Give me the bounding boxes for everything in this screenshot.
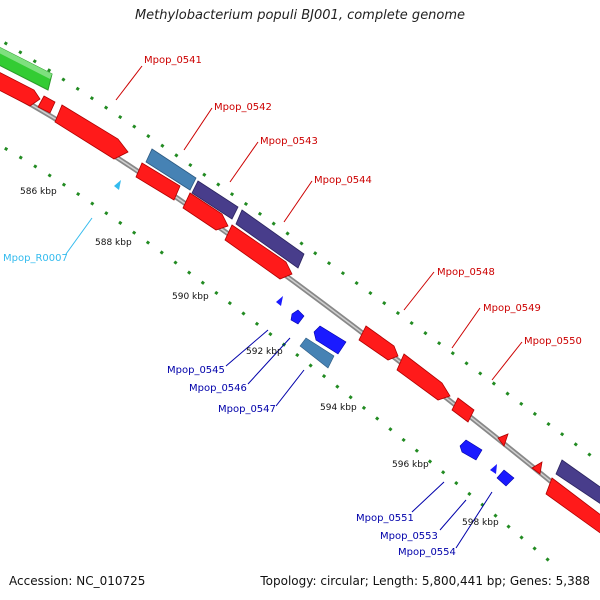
gene-label: Mpop_0548 [437,267,495,278]
gene-label: Mpop_0545 [167,365,225,376]
gene-arrow [276,296,283,306]
reverse-gene-labels: Mpop_R0007 Mpop_0545 Mpop_0546 Mpop_0547… [3,253,456,558]
feature-purple-block [555,459,600,504]
feature-steelblue-block [145,148,197,191]
gene-arrow [451,397,475,423]
gene-label: Mpop_0544 [314,175,372,186]
gene-label: Mpop_0553 [380,531,438,542]
gene-label: Mpop_0554 [398,547,456,558]
gene-arrow [290,309,305,325]
rna-arrow [114,180,121,190]
forward-gene-labels: Mpop_0541 Mpop_0542 Mpop_0543 Mpop_0544 … [144,55,582,347]
gene-label: Mpop_0541 [144,55,202,66]
feature-purple-block [191,180,239,220]
tick-label: 592 kbp [246,347,283,357]
gene-arrow [135,162,181,201]
gene-arrow [0,72,41,107]
gene-label: Mpop_0546 [189,383,247,394]
gene-arrow [497,433,509,447]
reverse-leader-lines [225,329,493,549]
accession-text: Accession: NC_010725 [9,574,146,588]
gene-arrow [396,353,451,401]
gene-arrow [545,477,600,534]
forward-leader-lines [115,65,523,381]
tick-label: 596 kbp [392,460,429,470]
tick-label: 590 kbp [172,292,209,302]
gene-arrow [358,325,399,361]
rna-leader-line [65,217,93,255]
forward-genes [0,72,600,534]
feature-purple-block [235,209,305,269]
tick-label: 598 kbp [462,518,499,528]
gene-arrow [496,469,515,487]
gene-arrow [54,104,129,160]
gene-label: Mpop_0542 [214,102,272,113]
tick-label: 586 kbp [20,187,57,197]
outer-tick-track [0,38,600,465]
map-title: Methylobacterium populi BJ001, complete … [134,8,466,23]
gene-arrow [182,192,229,231]
rna-gene-label: Mpop_R0007 [3,253,68,264]
gene-arrow [37,95,56,114]
genome-info-text: Topology: circular; Length: 5,800,441 bp… [260,574,590,588]
gene-label: Mpop_0547 [218,404,276,415]
gene-label: Mpop_0550 [524,336,582,347]
gene-arrow [531,461,543,475]
gene-arrow [459,439,483,461]
gene-arrow [313,325,347,355]
reverse-genes [114,180,515,487]
position-tick-labels: 586 kbp 588 kbp 590 kbp 592 kbp 594 kbp … [20,187,499,528]
gene-label: Mpop_0543 [260,136,318,147]
tick-label: 594 kbp [320,403,357,413]
gene-label: Mpop_0551 [356,513,414,524]
gene-arrow [224,224,293,280]
gene-label: Mpop_0549 [483,303,541,314]
tick-label: 588 kbp [95,238,132,248]
gene-arrow [299,337,335,369]
gene-arrow [490,464,497,474]
